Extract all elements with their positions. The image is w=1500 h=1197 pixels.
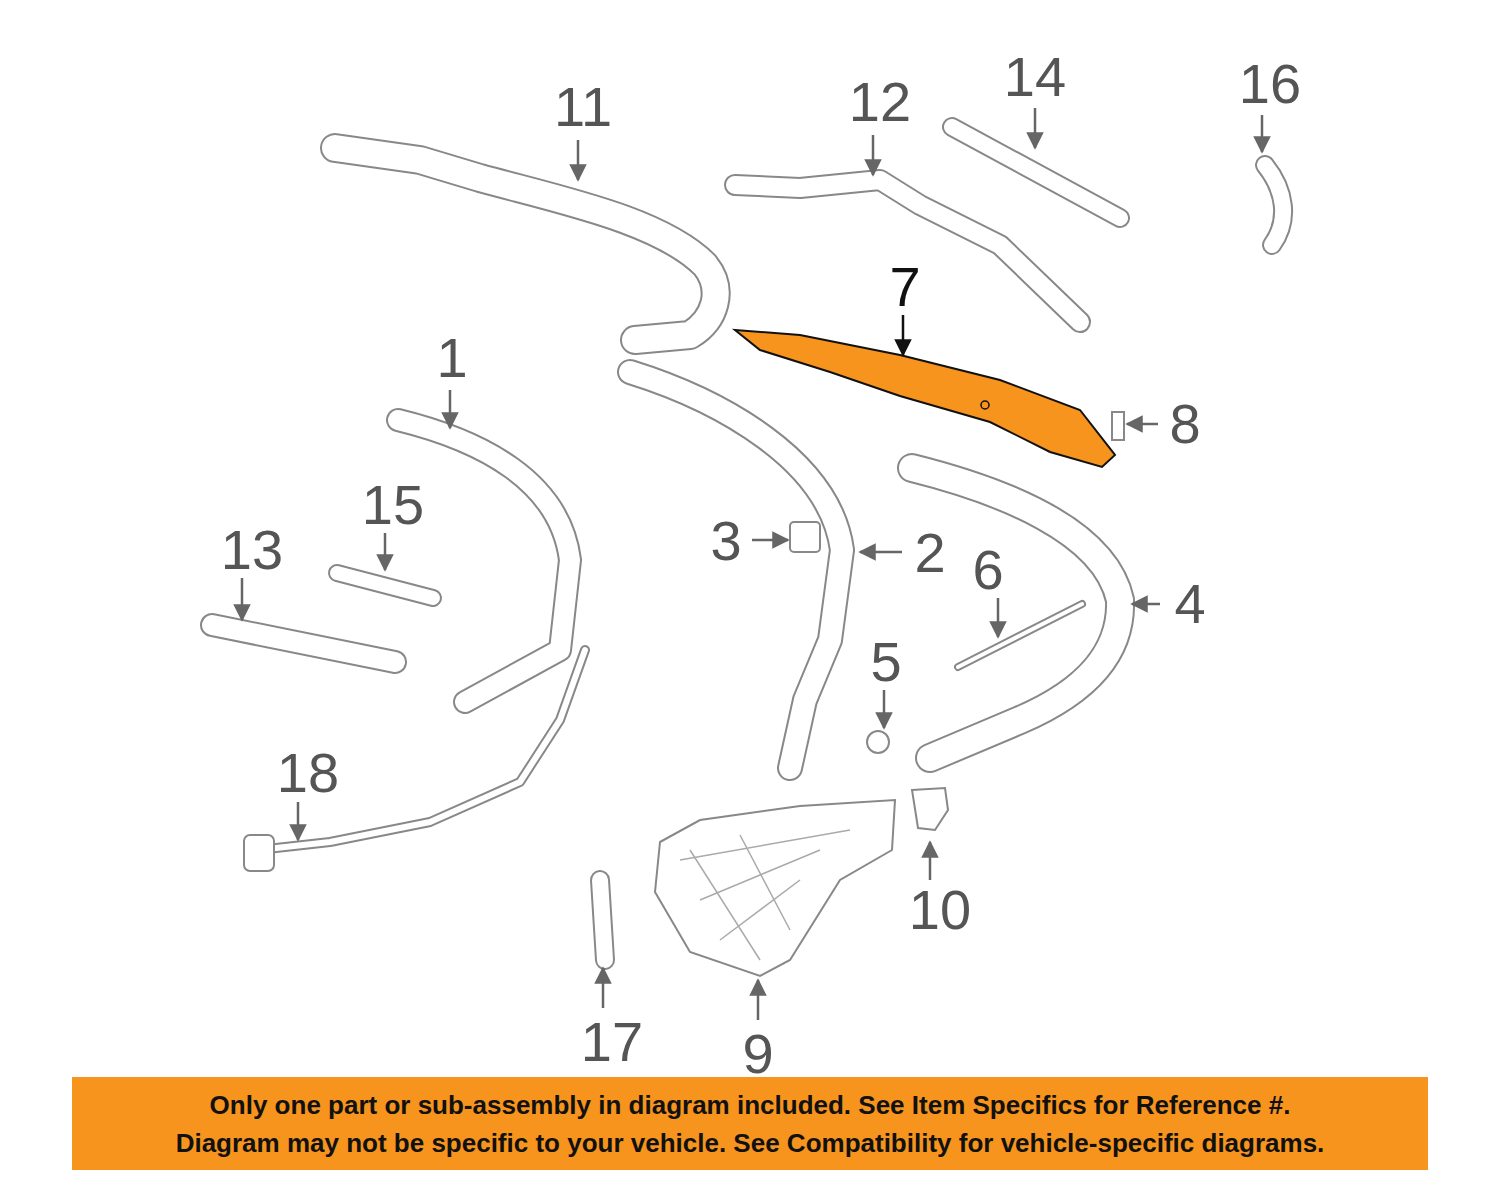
callout-number: 6 — [972, 542, 1003, 598]
callout-number: 3 — [710, 513, 741, 569]
callout-number: 16 — [1239, 56, 1301, 112]
callout-number: 13 — [221, 522, 283, 578]
notice-band: Only one part or sub-assembly in diagram… — [72, 1077, 1428, 1170]
callout-number: 1 — [436, 330, 467, 386]
callout-number: 8 — [1169, 396, 1200, 452]
callout-number: 2 — [914, 525, 945, 581]
callout-number: 7 — [889, 259, 920, 315]
callout-number: 18 — [277, 745, 339, 801]
notice-text: Diagram may not be specific to your vehi… — [176, 1124, 1325, 1162]
callout-number: 12 — [849, 74, 911, 130]
callout-number: 9 — [742, 1026, 773, 1082]
callout-number: 10 — [909, 882, 971, 938]
callout-number: 17 — [581, 1014, 643, 1070]
callout-number: 5 — [870, 634, 901, 690]
callout-number: 4 — [1174, 576, 1205, 632]
notice-text: Only one part or sub-assembly in diagram… — [210, 1086, 1291, 1124]
callout-number: 14 — [1004, 49, 1066, 105]
callout-number: 11 — [554, 79, 612, 135]
callout-number: 15 — [362, 477, 424, 533]
